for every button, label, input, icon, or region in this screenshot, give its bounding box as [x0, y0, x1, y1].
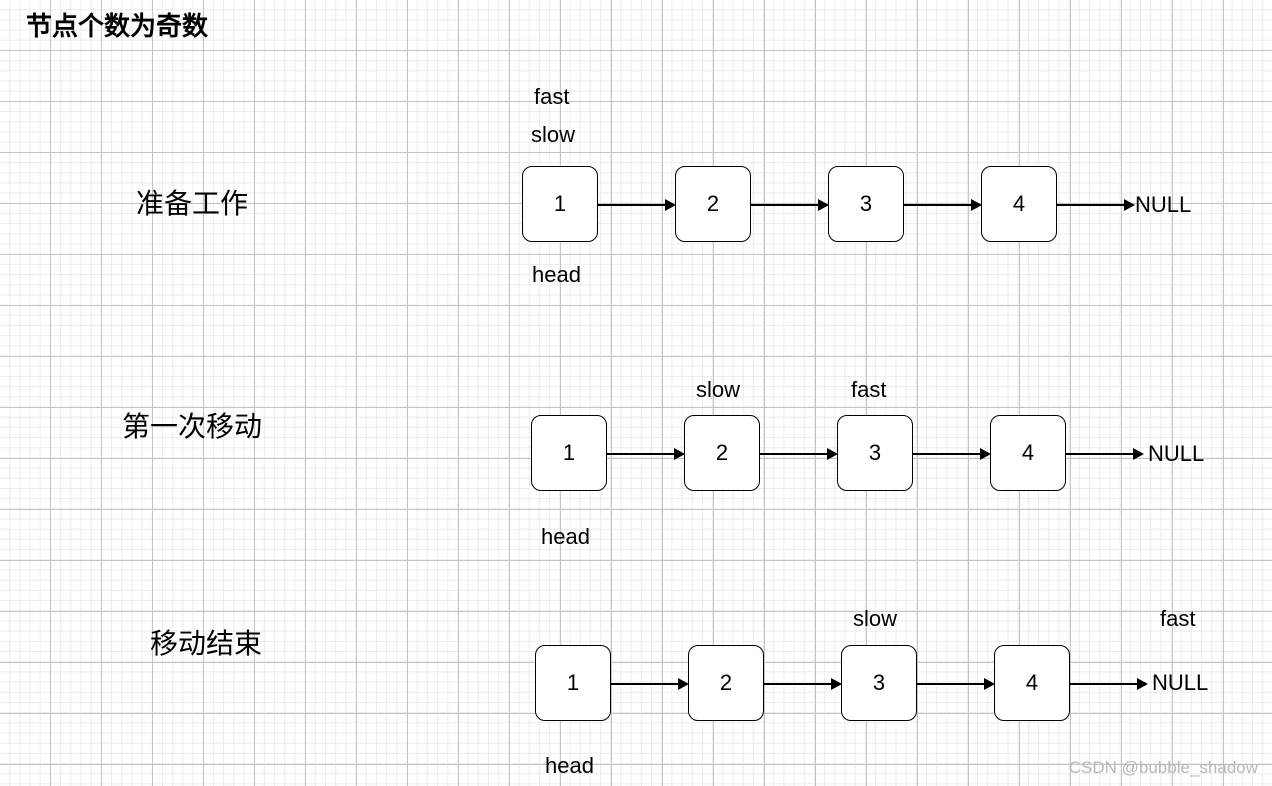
list-node: 2	[675, 166, 751, 242]
next-arrow	[904, 199, 982, 211]
next-arrow	[913, 448, 991, 460]
next-arrow	[760, 448, 838, 460]
next-arrow	[607, 448, 685, 460]
list-node: 4	[994, 645, 1070, 721]
list-node: 3	[828, 166, 904, 242]
pointer-fast-label: fast	[534, 84, 570, 109]
null-label: NULL	[1135, 192, 1192, 217]
next-arrow	[598, 199, 676, 211]
list-node: 3	[841, 645, 917, 721]
pointer-slow-label: slow	[531, 122, 576, 147]
next-arrow	[1070, 678, 1148, 690]
step-label-first-move: 第一次移动	[122, 410, 263, 443]
step-label-move-end: 移动结束	[150, 627, 263, 660]
list-node: 4	[981, 166, 1057, 242]
pointer-slow-label: slow	[696, 377, 741, 402]
list-node: 2	[684, 415, 760, 491]
pointer-fast-label: fast	[1160, 606, 1196, 631]
pointer-head-label: head	[541, 524, 590, 549]
next-arrow	[764, 678, 842, 690]
list-node: 4	[990, 415, 1066, 491]
list-node: 3	[837, 415, 913, 491]
next-arrow	[611, 678, 689, 690]
list-node: 1	[531, 415, 607, 491]
pointer-slow-label: slow	[853, 606, 898, 631]
diagram-title: 节点个数为奇数	[26, 12, 209, 42]
list-node: 2	[688, 645, 764, 721]
step-label-prepare: 准备工作	[136, 187, 249, 220]
watermark: CSDN @bubble_shadow	[1068, 758, 1258, 777]
pointer-head-label: head	[532, 262, 581, 287]
null-label: NULL	[1148, 441, 1205, 466]
next-arrow	[917, 678, 995, 690]
list-node: 1	[522, 166, 598, 242]
next-arrow	[1057, 199, 1135, 211]
pointer-fast-label: fast	[851, 377, 887, 402]
next-arrow	[1066, 448, 1144, 460]
pointer-head-label: head	[545, 753, 594, 778]
null-label: NULL	[1152, 670, 1209, 695]
next-arrow	[751, 199, 829, 211]
list-node: 1	[535, 645, 611, 721]
